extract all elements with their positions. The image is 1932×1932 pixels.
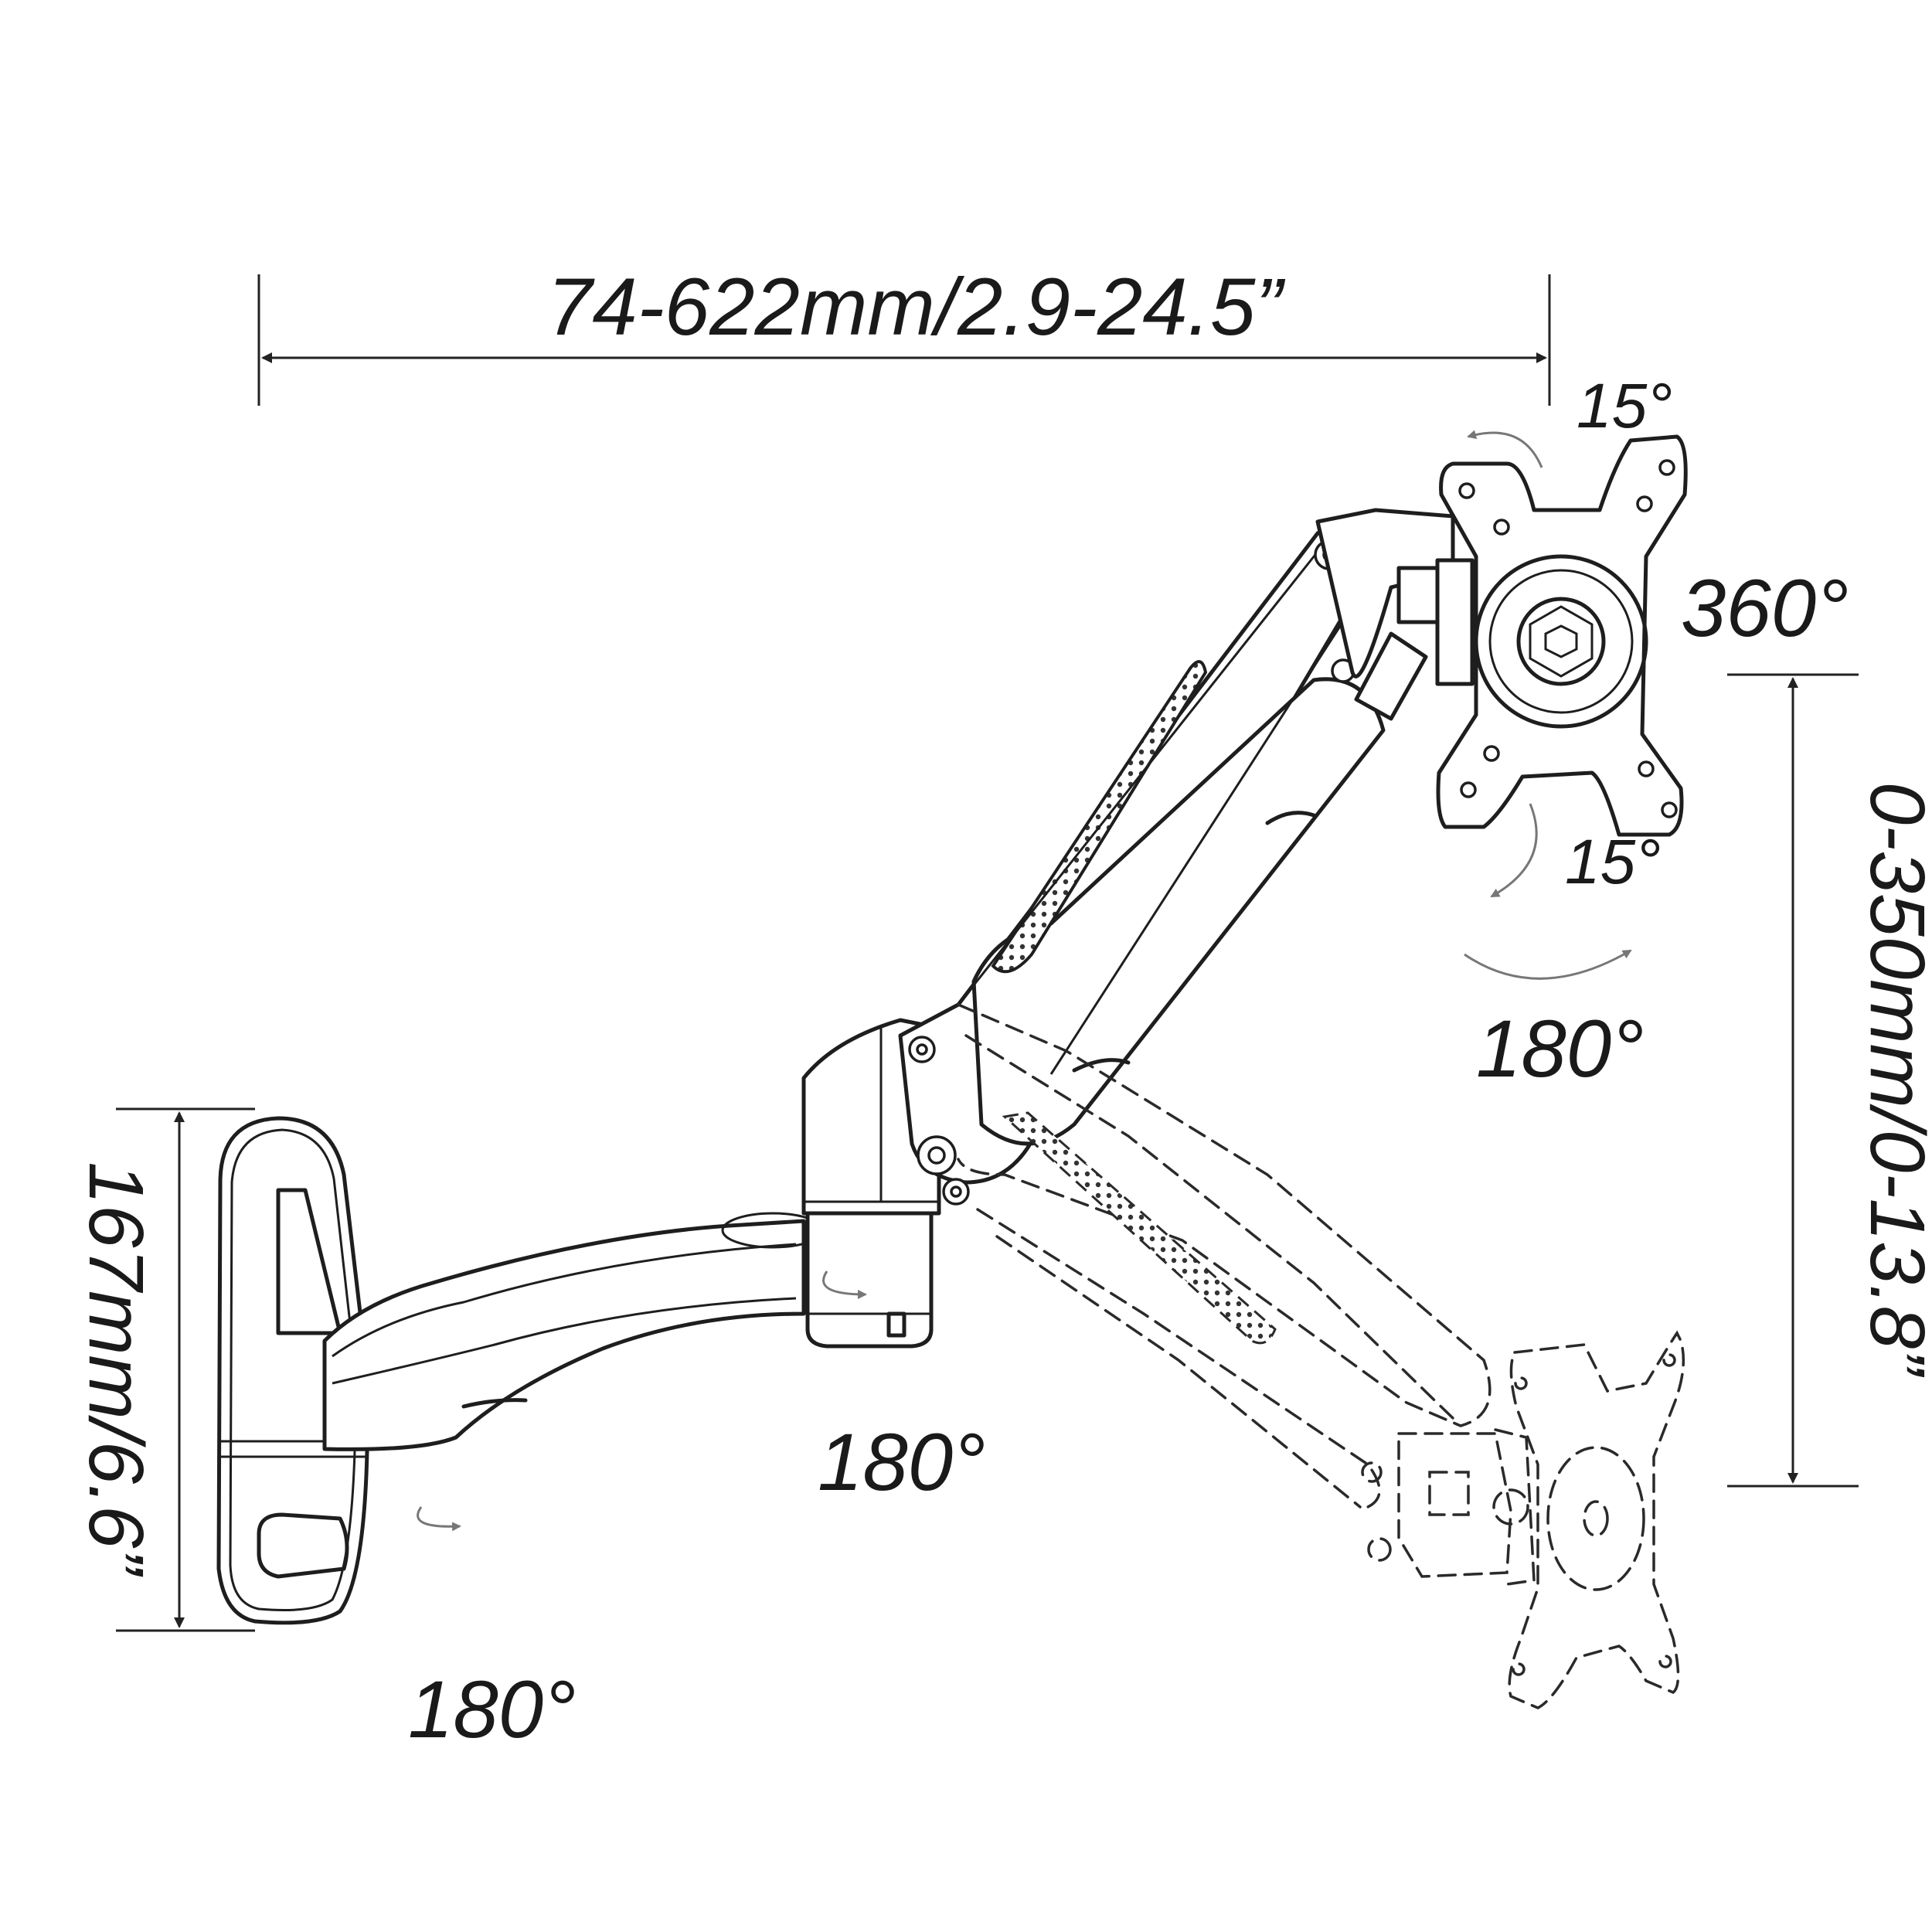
height-range-label: 0-350mm/0-13.8” [1854, 781, 1932, 1375]
tilt-up-label: 15° [1577, 371, 1673, 441]
rotation-label: 360° [1681, 563, 1849, 654]
lower-arm [322, 1212, 825, 1451]
reach-dimension [257, 274, 1551, 406]
wall-plate [216, 1116, 370, 1625]
swivel-head-label: 180° [1476, 1004, 1645, 1094]
rotation-arrow-icon [1467, 430, 1543, 468]
rotation-arrow-icon [1464, 949, 1632, 980]
vesa-plate-lowered [1508, 1330, 1685, 1709]
swivel-arm-label: 180° [818, 1417, 986, 1508]
rotation-arrow-icon [1490, 803, 1538, 898]
bracket-height-label: 167mm/6.6” [73, 1162, 159, 1574]
reach-label: 74-622mm/2.9-24.5” [547, 262, 1283, 352]
rotation-arrow-icon [822, 1270, 867, 1299]
bracket-height-dimension [116, 1107, 255, 1632]
head-bracket-raised [1315, 508, 1475, 721]
rotation-arrow-icon [417, 1506, 461, 1532]
upper-arm [898, 523, 1386, 1206]
upper-arm-lowered [957, 1003, 1492, 1562]
swivel-base-label: 180° [408, 1665, 577, 1755]
head-bracket-lowered [1397, 1428, 1536, 1586]
rotation-arrows [417, 430, 1632, 1532]
vesa-plate-icon [1436, 434, 1688, 837]
height-range-dimension [1727, 673, 1859, 1488]
tilt-down-label: 15° [1565, 827, 1662, 897]
